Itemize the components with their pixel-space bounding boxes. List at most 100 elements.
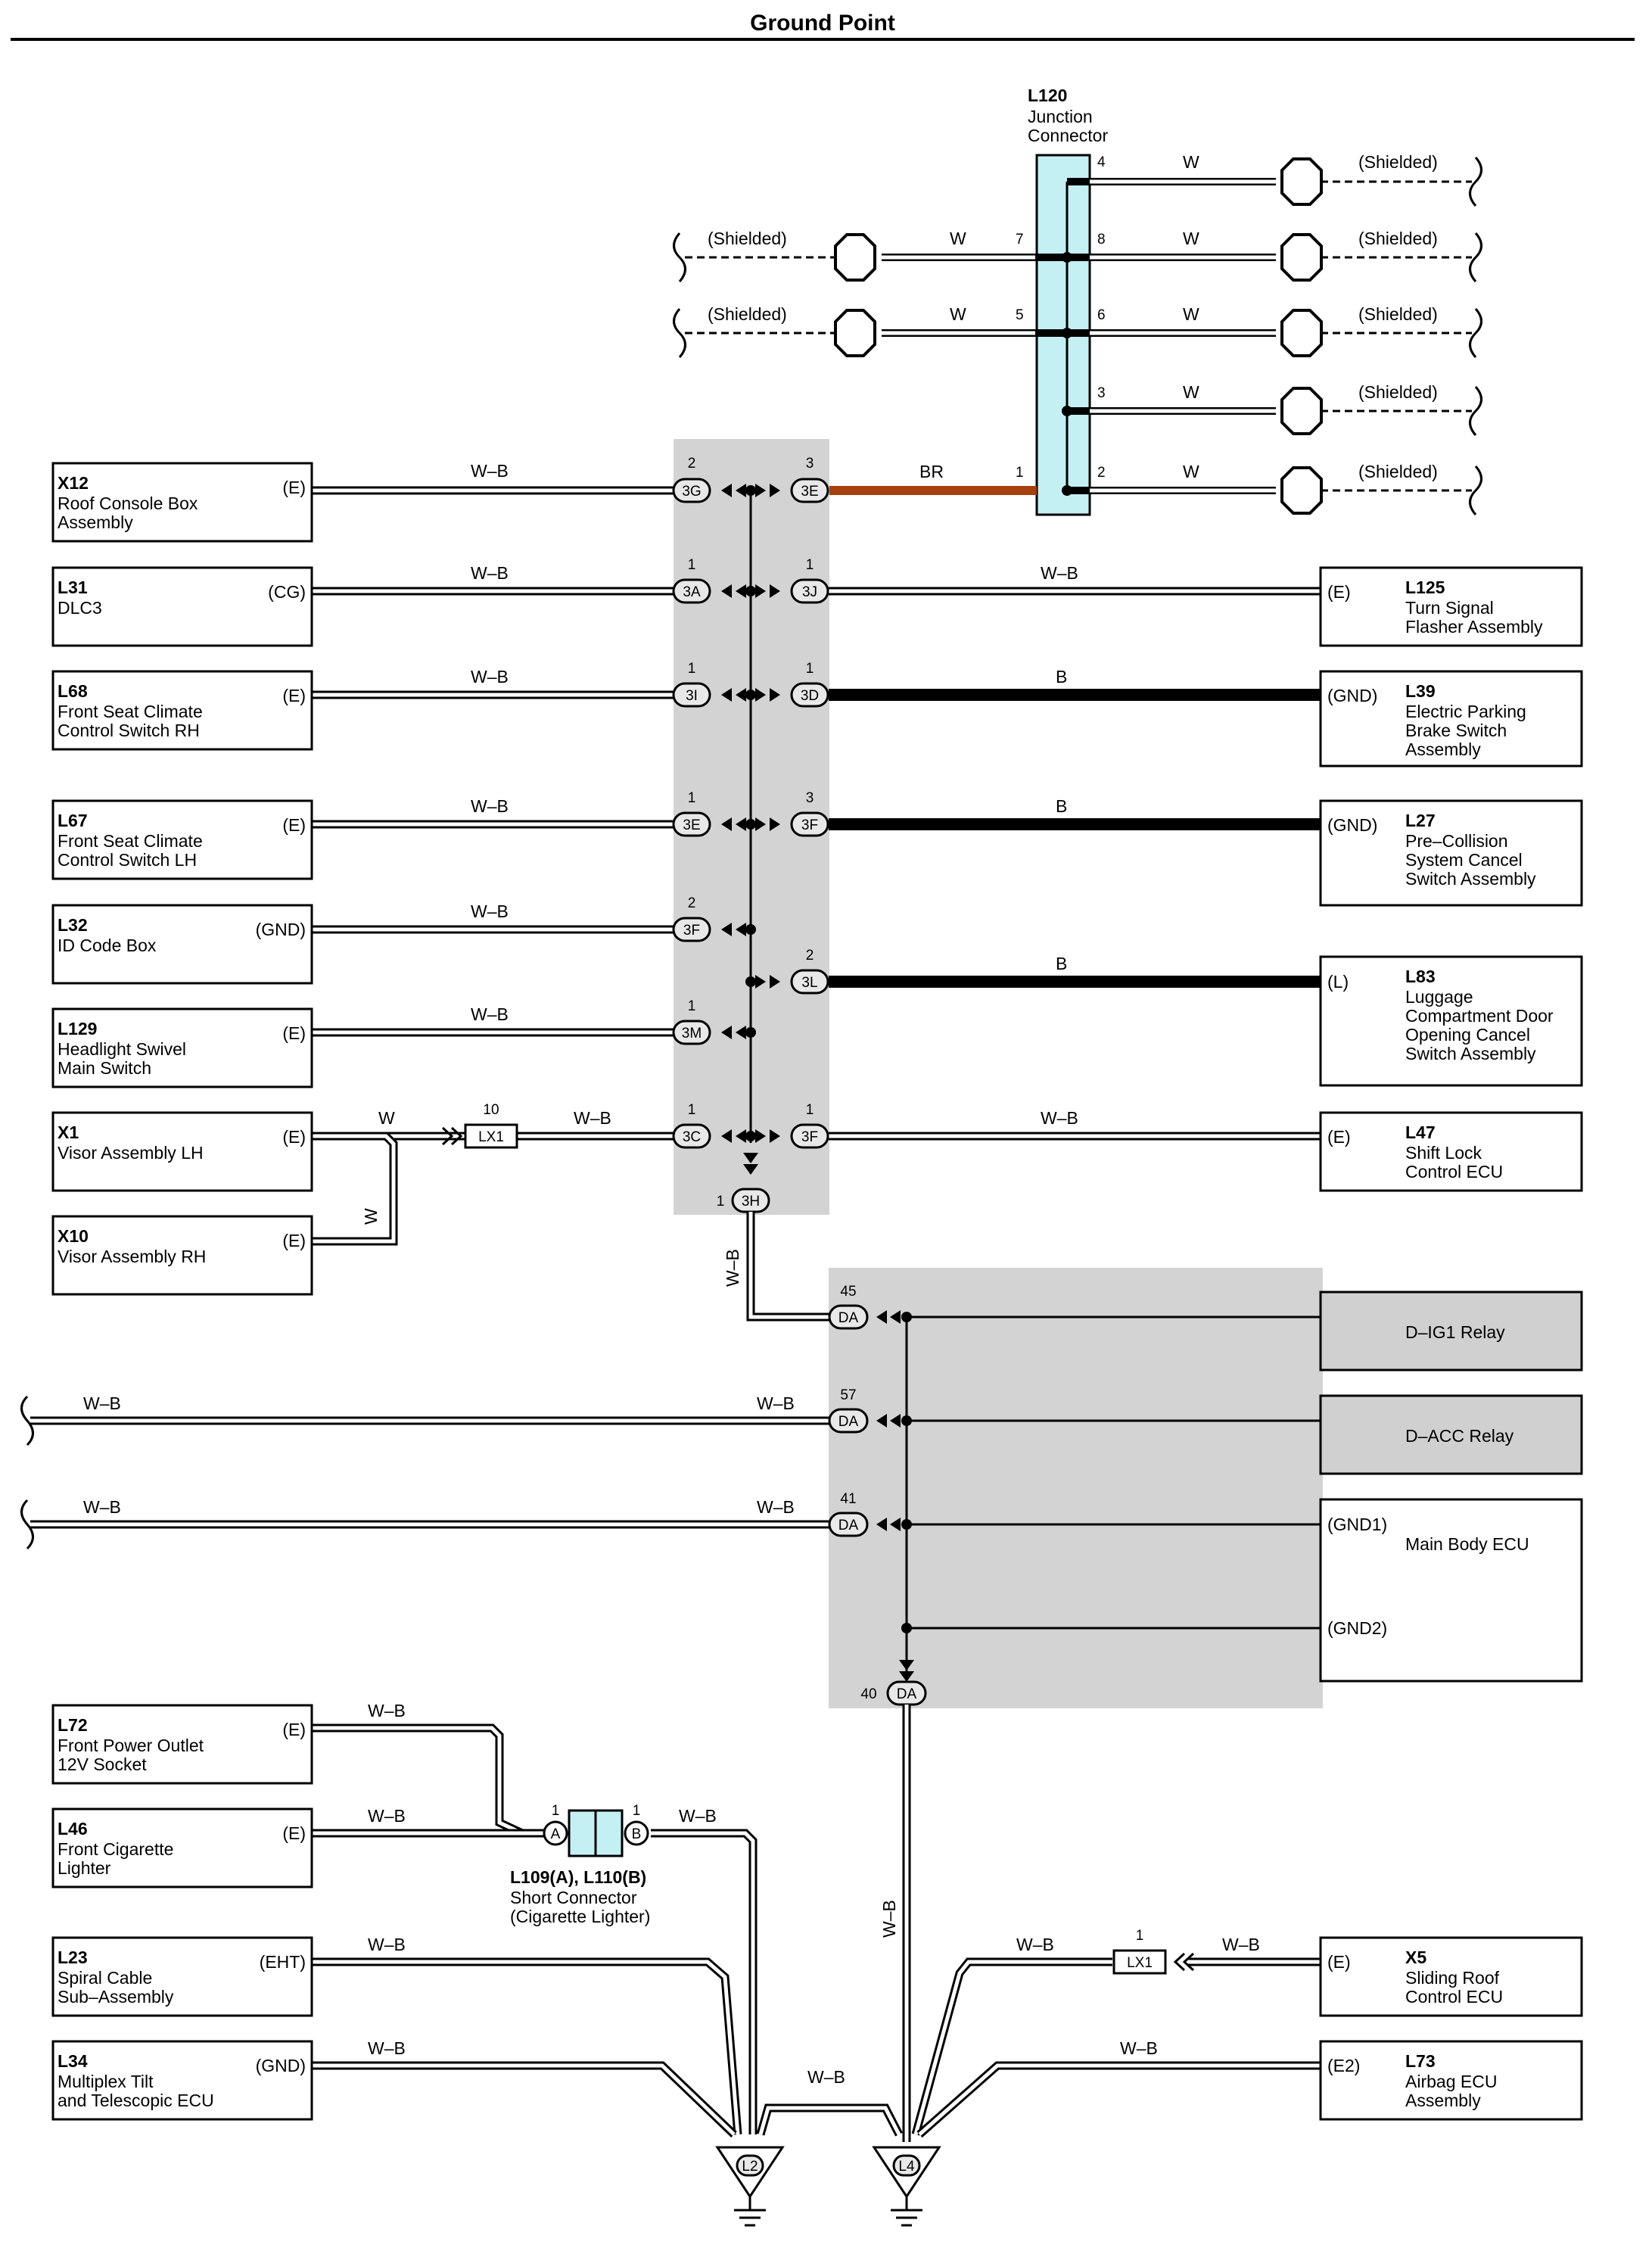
component-name: Control ECU — [1405, 1162, 1503, 1182]
component-name: Flasher Assembly — [1405, 617, 1543, 637]
dig1-label: D–IG1 Relay — [1405, 1322, 1505, 1342]
shielded-label: (Shielded) — [708, 229, 787, 248]
pin-number: 2 — [688, 456, 696, 472]
pin-number: 45 — [840, 1284, 856, 1300]
pin-number: 3 — [806, 790, 814, 806]
pin-number: 41 — [840, 1491, 856, 1507]
shielded-label: (Shielded) — [1358, 382, 1438, 402]
component-l83: (L) L83 Luggage Compartment Door Opening… — [1319, 955, 1583, 1087]
main-body-ecu: Main Body ECU (GND1) (GND2) — [1319, 1498, 1583, 1683]
ground-l2: L2 — [715, 2146, 785, 2227]
component-l46: L46 Front Cigarette Lighter (E) — [51, 1807, 313, 1888]
pin-number: 1 — [1016, 465, 1024, 481]
component-name: Brake Switch — [1405, 721, 1507, 740]
component-name: System Cancel — [1405, 850, 1523, 870]
pin-number: 5 — [1016, 307, 1024, 323]
connector-3a: 3A — [683, 584, 701, 600]
lower-right-lines — [907, 1315, 1321, 1630]
dacc-label: D–ACC Relay — [1405, 1426, 1514, 1446]
wire-color-label: W–B — [879, 1900, 899, 1938]
shielded-label: (Shielded) — [1358, 152, 1438, 172]
pin-number: 1 — [552, 1803, 560, 1819]
component-code: L129 — [58, 1019, 97, 1038]
component-code: L67 — [58, 811, 88, 830]
wire-color-label: W–B — [1222, 1935, 1260, 1954]
wire-color-label: W–B — [368, 2038, 406, 2058]
wire-color-label: W–B — [471, 461, 509, 481]
connector-3d: 3D — [801, 688, 819, 704]
component-name: Compartment Door — [1405, 1006, 1554, 1026]
shielded-label: (Shielded) — [708, 304, 787, 324]
short-pin-b: B — [632, 1826, 642, 1842]
component-name: Multiplex Tilt — [58, 2072, 154, 2091]
connector-3e: 3E — [801, 484, 818, 500]
junction-connector-l120: L120 Junction Connector — [1028, 86, 1108, 516]
component-name: Sliding Roof — [1405, 1968, 1500, 1988]
component-l67: L67 Front Seat Climate Control Switch LH… — [51, 799, 313, 880]
wire-color-label: W–B — [471, 563, 509, 583]
connector-3j: 3J — [802, 584, 817, 600]
component-name: Front Seat Climate — [58, 831, 203, 851]
shielded-label: (Shielded) — [1358, 229, 1438, 248]
pin-number: 7 — [1016, 232, 1024, 248]
component-l73: (E2) L73 Airbag ECU Assembly — [1319, 2040, 1583, 2121]
pin-number: 1 — [688, 661, 696, 677]
connector-3h: 3H — [742, 1194, 760, 1210]
wire-color-label: W–B — [723, 1249, 742, 1287]
connector-da: DA — [838, 1518, 859, 1533]
pin-number: 1 — [688, 998, 696, 1014]
component-name: Lighter — [58, 1858, 111, 1878]
component-code: L46 — [58, 1819, 88, 1839]
component-code: X12 — [58, 473, 89, 493]
pin-number: 1 — [806, 557, 814, 573]
terminal-label: (E) — [1327, 1127, 1351, 1147]
lx1-label: LX1 — [1127, 1955, 1153, 1971]
component-name: and Telescopic ECU — [58, 2091, 214, 2110]
wire-3h-to-da45: W–B — [723, 1212, 851, 1322]
wire-color-label: W–B — [807, 2067, 845, 2087]
component-name: Airbag ECU — [1405, 2072, 1497, 2091]
component-code: L34 — [58, 2051, 88, 2071]
component-code: L27 — [1405, 811, 1436, 830]
connector-3e: 3E — [683, 817, 700, 833]
wire-color-label: W — [950, 229, 966, 248]
component-name: Sub–Assembly — [58, 1987, 174, 2007]
component-l32: L32 ID Code Box (GND) — [51, 904, 313, 985]
terminal-label: (E) — [282, 686, 306, 705]
pin-number: 6 — [1097, 307, 1106, 323]
component-code: L68 — [58, 681, 88, 701]
terminal-label: (GND1) — [1327, 1515, 1387, 1534]
component-name: Control Switch RH — [58, 721, 200, 740]
component-name: 12V Socket — [58, 1754, 147, 1774]
component-code: L125 — [1405, 578, 1445, 597]
component-l68: L68 Front Seat Climate Control Switch RH… — [51, 670, 313, 751]
short-pin-a: A — [551, 1826, 561, 1842]
component-l39: (GND) L39 Electric Parking Brake Switch … — [1319, 670, 1583, 767]
right-wires-upper — [829, 587, 1321, 1141]
component-x12: X12 Roof Console Box Assembly (E) — [51, 462, 313, 543]
terminal-label: (E) — [1327, 582, 1351, 602]
component-name: Opening Cancel — [1405, 1025, 1530, 1045]
pin-number: 10 — [483, 1102, 499, 1118]
wire-color-label: W–B — [83, 1393, 121, 1413]
component-name: Main Switch — [58, 1058, 151, 1078]
connector-3m: 3M — [682, 1026, 702, 1041]
component-code: L47 — [1405, 1122, 1436, 1142]
pin-number: 1 — [806, 661, 814, 677]
component-name: Headlight Swivel — [58, 1039, 186, 1059]
wire-color-label: W — [378, 1108, 395, 1128]
wire-color-label: W–B — [757, 1393, 795, 1413]
wire-color-label: W–B — [83, 1497, 121, 1517]
wire-color-label: BR — [919, 462, 944, 481]
splice-region-lower — [829, 1268, 1323, 1708]
connector-3c: 3C — [683, 1129, 701, 1145]
terminal-label: (GND) — [1327, 686, 1377, 705]
component-code: X10 — [58, 1226, 89, 1246]
component-l125: (E) L125 Turn Signal Flasher Assembly — [1319, 566, 1583, 647]
wire-da40-to-l4: W–B — [879, 1705, 911, 2142]
component-name: Pre–Collision — [1405, 831, 1508, 851]
connector-ovals-upper — [672, 478, 829, 1213]
splice-dots — [745, 485, 756, 1141]
wire-color-label: W — [1183, 462, 1199, 481]
